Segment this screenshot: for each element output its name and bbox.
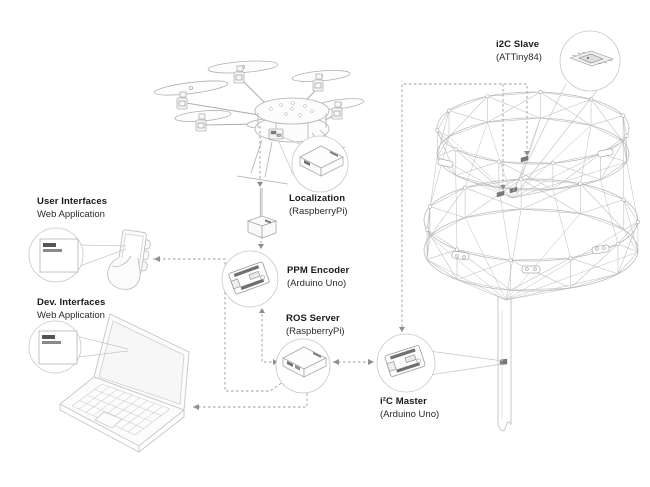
- truss-node: [427, 204, 433, 209]
- label-localization: Localization (RaspberryPi): [289, 192, 348, 218]
- link-ppm-ros: [261, 309, 277, 363]
- label-dev-interfaces-subtitle: Web Application: [37, 310, 105, 321]
- laptop: [59, 313, 190, 453]
- fan-slave-structure: [512, 83, 600, 195]
- label-i2c-slave-subtitle: (ATTiny84): [496, 52, 542, 63]
- browser-window: [38, 330, 78, 365]
- hand: [107, 257, 141, 290]
- label-localization-subtitle: (RaspberryPi): [289, 206, 348, 217]
- label-i2c-master: i²C Master (Arduino Uno): [380, 395, 439, 421]
- truss-node: [485, 94, 490, 99]
- truss-node: [518, 177, 524, 182]
- label-ros-server-subtitle: (RaspberryPi): [286, 326, 345, 337]
- antenna-receiver: [246, 188, 278, 239]
- label-dev-interfaces: Dev. Interfaces Web Application: [37, 296, 105, 322]
- callout-user-interfaces: [28, 227, 84, 283]
- fan-master-pole: [428, 350, 504, 376]
- label-i2c-slave: i2C Slave (ATTiny84): [496, 38, 542, 64]
- browser-window: [39, 238, 79, 273]
- truss-node: [463, 185, 468, 190]
- raspberrypi-case: [282, 346, 327, 378]
- hexacopter-drone: [153, 60, 365, 185]
- label-user-interfaces-subtitle: Web Application: [37, 209, 105, 220]
- link-master-slaves: [401, 83, 528, 332]
- smartphone-hand: [107, 229, 151, 290]
- callout-fan-lines: [77, 83, 600, 376]
- fan-user-phone: [79, 244, 127, 267]
- arduino-board: [384, 345, 426, 377]
- truss-node-plates: [437, 148, 614, 274]
- arduino-board: [228, 261, 270, 295]
- truss-node: [621, 197, 626, 202]
- truss-node: [508, 258, 513, 263]
- label-ppm-encoder-title: PPM Encoder: [287, 265, 350, 276]
- truss-node: [446, 108, 452, 113]
- tower-structure: [423, 89, 641, 432]
- thumb: [111, 255, 132, 267]
- fan-dev-laptop: [77, 336, 129, 358]
- callout-i2c-master: [376, 333, 436, 393]
- connection-lines: [153, 83, 528, 408]
- label-ros-server-title: ROS Server: [286, 313, 340, 324]
- truss-node: [538, 89, 543, 95]
- callout-localization: [291, 135, 349, 193]
- label-ppm-encoder-subtitle: (Arduino Uno): [287, 278, 347, 289]
- label-ros-server: ROS Server (RaspberryPi): [286, 312, 345, 338]
- label-localization-title: Localization: [289, 193, 346, 204]
- truss-node: [588, 97, 594, 102]
- callout-dev-interfaces: [28, 320, 82, 374]
- truss-node: [615, 241, 621, 246]
- drone-hub: [254, 97, 330, 143]
- label-i2c-master-title: i²C Master: [380, 396, 427, 407]
- truss-node: [620, 113, 626, 118]
- label-i2c-master-subtitle: (Arduino Uno): [380, 409, 440, 420]
- truss-node: [568, 256, 573, 261]
- truss-node: [624, 133, 629, 138]
- truss-node: [435, 128, 440, 133]
- truss-node: [453, 147, 458, 152]
- fan-localization-drone: [277, 134, 301, 175]
- label-dev-interfaces-title: Dev. Interfaces: [37, 297, 106, 308]
- truss-node: [635, 219, 641, 225]
- drone-underside-board: [268, 128, 284, 140]
- label-user-interfaces-title: User Interfaces: [37, 196, 108, 207]
- label-user-interfaces: User Interfaces Web Application: [37, 195, 107, 221]
- callout-ppm-encoder: [221, 250, 279, 308]
- truss-node: [454, 247, 460, 252]
- callout-i2c-slave: [559, 30, 621, 92]
- label-ppm-encoder: PPM Encoder (Arduino Uno): [287, 264, 349, 290]
- laptop-trackpad: [94, 411, 123, 429]
- callout-ros-server: [275, 338, 331, 394]
- truss-node: [578, 181, 583, 186]
- raspberrypi-case: [299, 145, 344, 177]
- link-laptop-ros: [193, 391, 308, 408]
- truss-node: [496, 159, 502, 164]
- truss-node: [424, 227, 430, 232]
- attiny-chip: [569, 50, 614, 67]
- truss-lower-ring: [426, 178, 639, 291]
- label-i2c-slave-title: i2C Slave: [496, 39, 540, 50]
- truss-node: [550, 161, 556, 166]
- truss-upper-ring: [436, 91, 627, 190]
